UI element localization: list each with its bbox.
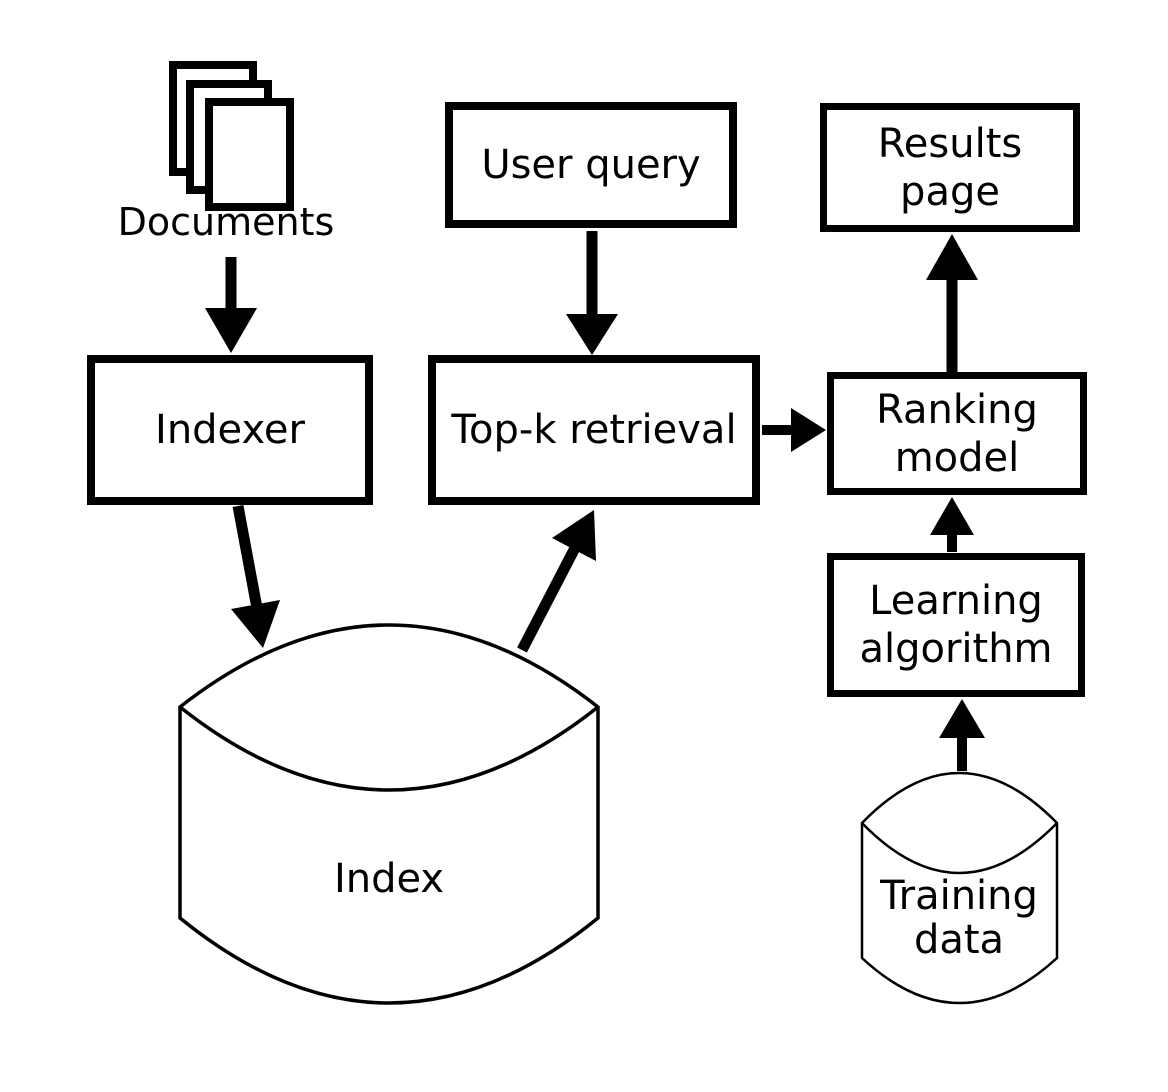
index-database-icon <box>178 623 600 1005</box>
arrow-user-query-to-topk <box>566 231 618 355</box>
node-ranking-model-line2: model <box>894 434 1020 481</box>
arrow-topk-to-ranking-model <box>762 408 826 452</box>
arrow-training-data-to-learning-algorithm <box>939 699 985 771</box>
node-user-query: User query <box>445 102 737 228</box>
node-topk-retrieval: Top-k retrieval <box>428 355 760 505</box>
node-indexer-label: Indexer <box>155 407 305 453</box>
node-learning-algorithm: Learning algorithm <box>827 553 1085 697</box>
label-training-data-line2: data <box>913 917 1005 963</box>
node-results-page: Results page <box>820 103 1080 232</box>
arrow-index-to-topk <box>517 510 596 653</box>
node-ranking-model: Ranking model <box>827 372 1087 495</box>
node-results-page-line2: page <box>900 168 1000 215</box>
arrow-ranking-model-to-results-page <box>926 234 978 372</box>
node-indexer: Indexer <box>87 355 373 505</box>
node-topk-retrieval-label: Top-k retrieval <box>451 407 737 453</box>
node-learning-algorithm-line1: Learning <box>869 578 1043 624</box>
label-training-data-line1: Training <box>880 873 1038 919</box>
arrow-documents-to-indexer <box>205 257 257 353</box>
node-ranking-model-line1: Ranking <box>876 386 1038 433</box>
node-results-page-line1: Results <box>877 120 1023 167</box>
node-learning-algorithm-line2: algorithm <box>859 626 1053 672</box>
node-user-query-label: User query <box>481 142 701 188</box>
arrow-indexer-to-index <box>231 504 280 648</box>
label-documents: Documents <box>117 200 335 244</box>
documents-icon <box>169 61 294 211</box>
training-data-database-icon <box>860 771 1059 1005</box>
label-index: Index <box>333 856 445 902</box>
arrow-learning-algorithm-to-ranking-model <box>930 497 974 552</box>
label-training-data: Training data <box>859 874 1059 962</box>
